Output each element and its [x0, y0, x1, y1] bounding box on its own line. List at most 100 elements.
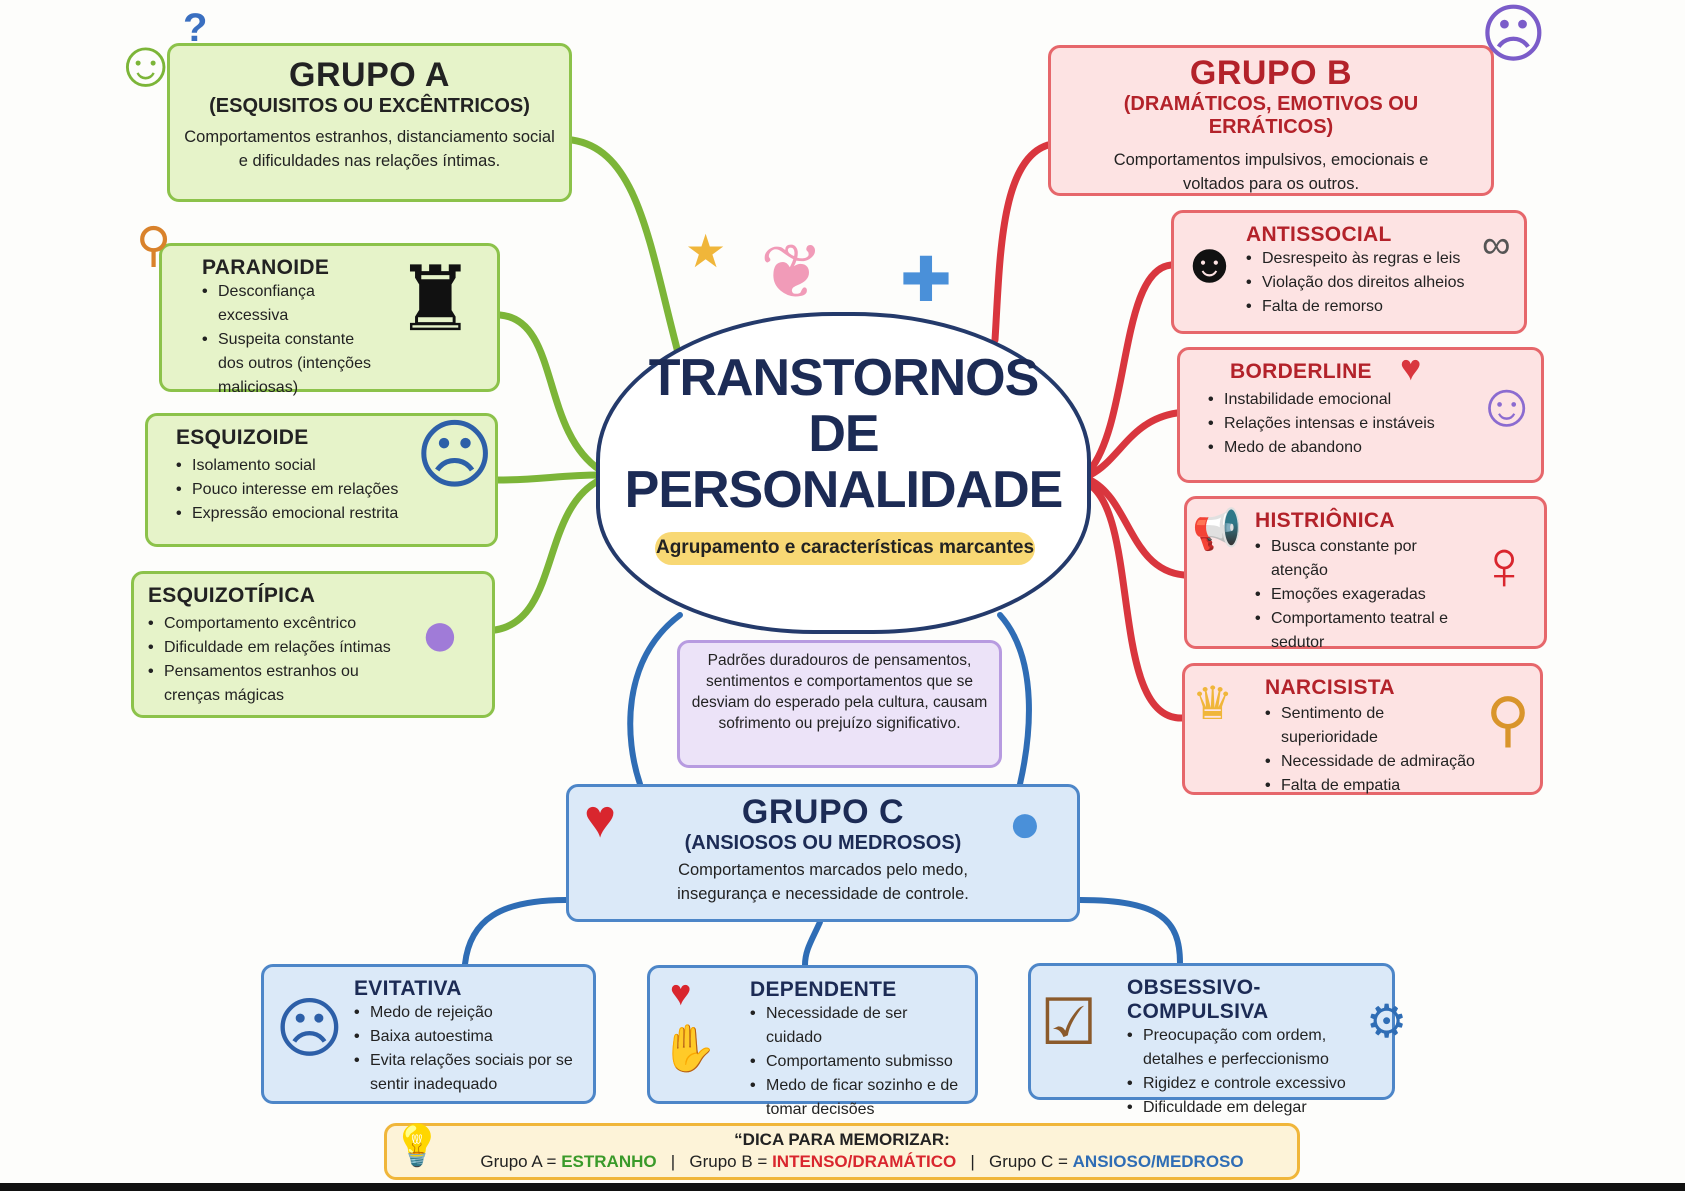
disorder-title: OBSESSIVO-COMPULSIVA — [1127, 976, 1269, 1023]
definition-text: Padrões duradouros de pensamentos, senti… — [691, 652, 988, 732]
list-item: Rigidez e controle excessivo — [1127, 1072, 1357, 1096]
list-item: Comportamento excêntrico — [148, 612, 408, 636]
bottom-bar — [0, 1183, 1685, 1191]
shield-heart-icon: ♥ — [584, 789, 617, 849]
list-item: Dificuldade em relações íntimas — [148, 636, 408, 660]
disorder-historionica: HISTRIÔNICA Busca constante por atençãoE… — [1184, 496, 1547, 651]
heart-icon: ♥ — [670, 972, 692, 1013]
crown-icon: ♛ — [1192, 677, 1234, 729]
group-b-subtitle: (DRAMÁTICOS, EMOTIVOS OU ERRÁTICOS) — [1123, 93, 1419, 138]
group-c-description: Comportamentos marcados pelo medo, inseg… — [677, 861, 969, 903]
list-item: Sentimento de superioridade — [1265, 702, 1480, 750]
disorder-paranoide: PARANOIDE Desconfiança excessivaSuspeita… — [159, 243, 500, 396]
star-icon: ★ — [685, 225, 727, 277]
group-b-title: GRUPO B — [1189, 54, 1353, 92]
group-a-header: GRUPO A (ESQUISITOS OU EXCÊNTRICOS) Comp… — [167, 43, 572, 202]
list-item: Preocupação com ordem, detalhes e perfec… — [1127, 1024, 1357, 1072]
main-title: TRANSTORNOS DE PERSONALIDADE — [596, 349, 1091, 520]
checklist-icon: ☑ — [1040, 986, 1098, 1058]
disorder-title: ANTISSOCIAL — [1246, 223, 1392, 246]
list-item: Falta de empatia — [1265, 774, 1480, 798]
group-c-subtitle: (ANSIOSOS OU MEDROSOS) — [684, 832, 962, 854]
group-a-title: GRUPO A — [289, 56, 450, 94]
group-a-description: Comportamentos estranhos, distanciamento… — [184, 128, 555, 170]
tip-a-label: Grupo A = — [480, 1152, 557, 1171]
puzzle-piece-icon: ✚ — [900, 246, 952, 315]
anxious-woman-icon: ☺ — [1475, 371, 1539, 440]
list-item: Suspeita constante dos outros (intenções… — [202, 328, 382, 400]
title-line: TRANSTORNOS — [648, 349, 1040, 407]
list-item: Relações intensas e instáveis — [1208, 412, 1448, 436]
list-item: Busca constante por atenção — [1255, 535, 1460, 583]
disorder-dependente: DEPENDENTE Necessidade de ser cuidadoCom… — [647, 965, 978, 1118]
dramatic-woman-icon: ♀ — [1478, 526, 1531, 604]
magnifying-glass-icon: ⚲ — [136, 219, 172, 272]
sad-sitting-person-icon: ☹ — [415, 413, 495, 498]
brain-icon: ❦ — [760, 230, 824, 315]
tip-b-value: INTENSO/DRAMÁTICO — [772, 1152, 957, 1171]
disorder-obsessivo-compulsiva: OBSESSIVO-COMPULSIVA Preocupação com ord… — [1028, 963, 1395, 1120]
tip-a-value: ESTRANHO — [561, 1152, 657, 1171]
memorize-tip: “DICA PARA MEMORIZAR: Grupo A = ESTRANHO… — [384, 1123, 1300, 1180]
list-item: Dificuldade em delegar — [1127, 1096, 1357, 1120]
tip-line: Grupo A = ESTRANHO | Grupo B = INTENSO/D… — [397, 1152, 1287, 1172]
group-a-subtitle: (ESQUISITOS OU EXCÊNTRICOS) — [209, 95, 530, 117]
group-c-title: GRUPO C — [741, 793, 905, 831]
disorder-title: HISTRIÔNICA — [1255, 509, 1395, 532]
tip-b-label: Grupo B = — [689, 1152, 768, 1171]
tip-separator: | — [670, 1152, 676, 1171]
tip-heading: “DICA PARA MEMORIZAR: — [734, 1130, 950, 1149]
main-subtitle: Agrupamento e características marcantes — [655, 532, 1035, 565]
disorder-antissocial: ANTISSOCIAL Desrespeito às regras e leis… — [1171, 210, 1527, 334]
list-item: Comportamento teatral e sedutor — [1255, 607, 1460, 655]
tip-separator: | — [970, 1152, 975, 1171]
disorder-borderline: BORDERLINE Instabilidade emocionalRelaçõ… — [1177, 347, 1544, 483]
list-item: Instabilidade emocional — [1208, 388, 1448, 412]
disorder-title: EVITATIVA — [354, 977, 462, 1000]
list-item: Comportamento submisso — [750, 1050, 961, 1074]
theater-masks-icon: ☹ — [1480, 0, 1547, 70]
worried-face-icon: ● — [1008, 791, 1042, 854]
list-item: Necessidade de ser cuidado — [750, 1002, 961, 1050]
disorder-title: DEPENDENTE — [750, 978, 897, 1001]
list-item: Pensamentos estranhos ou crenças mágicas — [148, 660, 408, 708]
tip-c-value: ANSIOSO/MEDROSO — [1072, 1152, 1244, 1171]
disorder-title: BORDERLINE — [1230, 360, 1372, 383]
group-b-description: Comportamentos impulsivos, emocionais e … — [1113, 151, 1429, 193]
definition-box: Padrões duradouros de pensamentos, senti… — [677, 640, 1002, 768]
list-item: Violação dos direitos alheios — [1246, 271, 1510, 295]
head-brain-icon: ● — [420, 596, 460, 670]
title-line: DE — [808, 405, 879, 464]
thinking-person-icon: ☺ — [112, 26, 180, 100]
list-item: Pouco interesse em relações — [176, 478, 481, 502]
list-item: Evita relações sociais por se sentir ina… — [354, 1049, 579, 1097]
list-item: Isolamento social — [176, 454, 481, 478]
handcuffs-icon: ∞ — [1482, 223, 1511, 267]
disorder-evitativa: EVITATIVA Medo de rejeiçãoBaixa autoesti… — [261, 964, 596, 1104]
group-b-header: GRUPO B (DRAMÁTICOS, EMOTIVOS OU ERRÁTIC… — [1048, 45, 1494, 196]
black-mask-icon: ☻ — [1180, 231, 1239, 294]
megaphone-icon: 📢 — [1192, 508, 1242, 552]
list-item: Medo de abandono — [1208, 436, 1448, 460]
list-item: Necessidade de admiração — [1265, 750, 1480, 774]
hiding-person-icon: ☹ — [275, 991, 344, 1065]
gear-icon: ⚙ — [1366, 995, 1408, 1047]
list-item: Desrespeito às regras e leis — [1246, 247, 1510, 271]
list-item: Medo de rejeição — [354, 1001, 579, 1025]
central-cloud — [596, 312, 1091, 634]
list-item: Medo de ficar sozinho e de tomar decisõe… — [750, 1074, 961, 1122]
tip-c-label: Grupo C = — [989, 1152, 1068, 1171]
mirror-icon: ⚲ — [1486, 686, 1530, 753]
disorder-title: NARCISISTA — [1265, 676, 1395, 699]
disorder-title: ESQUIZOIDE — [176, 426, 309, 449]
list-item: Expressão emocional restrita — [176, 502, 481, 526]
broken-heart-icon: ♥ — [1400, 347, 1422, 388]
disorder-narcisista: NARCISISTA Sentimento de superioridadeNe… — [1182, 663, 1543, 798]
handshake-icon: ✋ — [660, 1022, 718, 1074]
title-line: PERSONALIDADE — [624, 461, 1064, 520]
disorder-title: PARANOIDE — [202, 256, 330, 279]
list-item: Falta de remorso — [1246, 295, 1510, 319]
disorder-title: ESQUIZOTÍPICA — [148, 584, 316, 607]
list-item: Baixa autoestima — [354, 1025, 579, 1049]
